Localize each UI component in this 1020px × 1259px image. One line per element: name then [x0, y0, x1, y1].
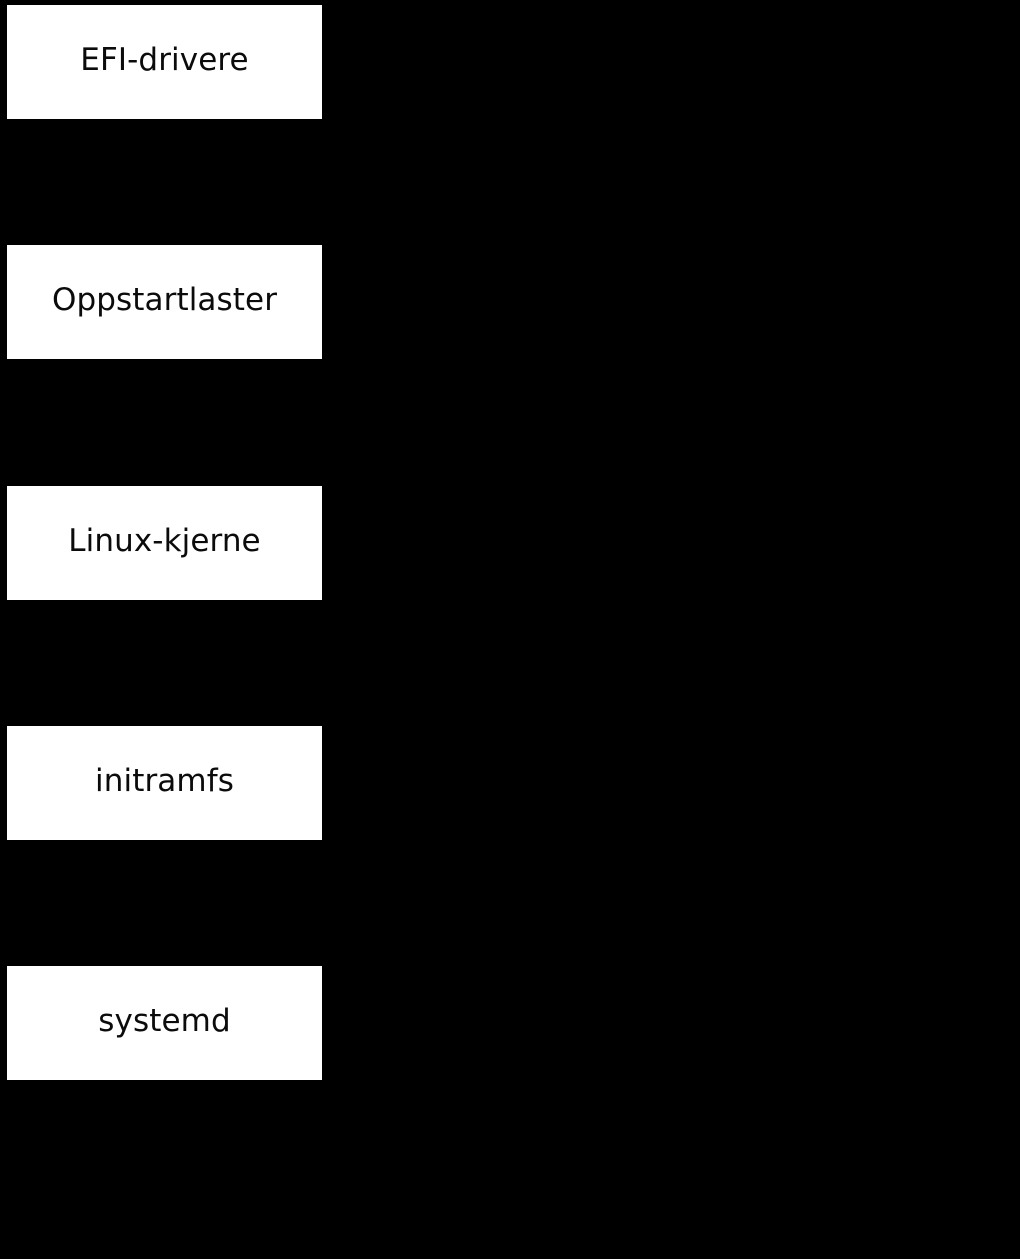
diagram-box-label: initramfs [95, 762, 234, 799]
diagram-box-label: Linux-kjerne [68, 522, 261, 559]
diagram-box-label: Oppstartlaster [51, 281, 278, 318]
diagram-box-label: EFI-drivere [80, 41, 249, 78]
diagram-box-initramfs[interactable]: initramfs [7, 726, 322, 840]
diagram-box-label: systemd [98, 1002, 231, 1039]
diagram-box-linux-kjerne[interactable]: Linux-kjerne [7, 486, 322, 600]
diagram-box-efi-drivere[interactable]: EFI-drivere [7, 5, 322, 119]
diagram-box-systemd[interactable]: systemd [7, 966, 322, 1080]
diagram-box-oppstartlaster[interactable]: Oppstartlaster [7, 245, 322, 359]
